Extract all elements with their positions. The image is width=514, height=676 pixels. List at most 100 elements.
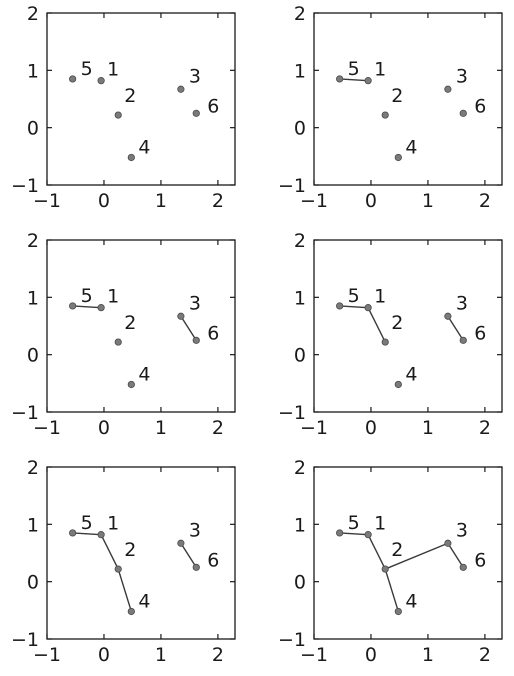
edge-1-2	[367, 534, 386, 570]
point-label-6: 6	[474, 95, 486, 117]
data-point-2	[114, 565, 122, 573]
x-tick-label: 2	[212, 417, 224, 439]
data-point-5	[69, 75, 77, 83]
point-label-1: 1	[374, 513, 386, 535]
point-label-3: 3	[456, 292, 468, 314]
point-label-4: 4	[138, 590, 150, 612]
data-point-5	[69, 302, 77, 310]
point-label-4: 4	[138, 136, 150, 158]
edge-2-4	[384, 568, 399, 612]
point-label-1: 1	[374, 286, 386, 308]
point-label-5: 5	[348, 512, 360, 534]
edge-3-6	[180, 542, 197, 568]
data-point-2	[381, 111, 389, 119]
data-point-1	[364, 77, 372, 85]
y-tick-label: 1	[27, 287, 39, 309]
data-point-4	[127, 153, 135, 162]
edge-5-1	[72, 532, 102, 536]
data-point-1	[97, 77, 105, 85]
axes-frame	[313, 12, 503, 186]
point-label-4: 4	[405, 590, 417, 612]
point-label-1: 1	[107, 59, 119, 81]
edge-2-4	[117, 568, 132, 612]
data-point-2	[114, 111, 122, 119]
data-point-3	[177, 539, 185, 547]
data-point-5	[336, 529, 344, 537]
data-point-1	[364, 531, 372, 539]
data-point-4	[394, 380, 402, 389]
point-label-4: 4	[405, 363, 417, 385]
point-label-1: 1	[107, 286, 119, 308]
point-label-6: 6	[474, 549, 486, 571]
x-tick-label: 2	[479, 190, 491, 212]
point-label-3: 3	[456, 519, 468, 541]
y-tick-label: 1	[27, 60, 39, 82]
x-tick-label: 0	[98, 644, 110, 666]
edge-5-1	[339, 532, 369, 536]
y-tick-label: −1	[278, 629, 306, 651]
point-label-2: 2	[124, 85, 136, 107]
axes-frame	[313, 239, 503, 413]
y-tick-label: 0	[27, 118, 39, 140]
point-label-3: 3	[189, 519, 201, 541]
y-tick-label: 1	[294, 514, 306, 536]
x-tick-label: −1	[33, 190, 61, 212]
y-tick-label: −1	[278, 175, 306, 197]
data-point-3	[444, 85, 452, 93]
x-tick-label: −1	[33, 417, 61, 439]
x-tick-label: −1	[300, 644, 328, 666]
point-label-6: 6	[207, 549, 219, 571]
x-tick-label: 0	[98, 417, 110, 439]
y-tick-label: 0	[294, 345, 306, 367]
x-tick-label: 1	[422, 417, 434, 439]
point-label-5: 5	[81, 512, 93, 534]
data-point-3	[177, 312, 185, 320]
y-tick-label: 0	[27, 345, 39, 367]
y-tick-label: −1	[11, 629, 39, 651]
data-point-4	[394, 153, 402, 162]
point-label-2: 2	[391, 312, 403, 334]
x-tick-label: 2	[212, 644, 224, 666]
y-tick-label: −1	[278, 402, 306, 424]
y-tick-label: 1	[294, 60, 306, 82]
point-label-3: 3	[189, 65, 201, 87]
axes-frame	[46, 239, 236, 413]
edge-1-2	[367, 307, 386, 343]
point-label-4: 4	[138, 363, 150, 385]
data-point-2	[381, 565, 389, 573]
data-point-6	[192, 563, 200, 571]
point-label-5: 5	[81, 285, 93, 307]
x-tick-label: 0	[98, 190, 110, 212]
x-tick-label: 1	[155, 417, 167, 439]
data-point-3	[177, 85, 185, 93]
point-label-2: 2	[124, 312, 136, 334]
y-tick-label: 1	[27, 514, 39, 536]
y-tick-label: 2	[294, 457, 306, 479]
edge-3-6	[447, 315, 464, 341]
x-tick-label: −1	[300, 417, 328, 439]
axes-frame	[46, 12, 236, 186]
point-label-5: 5	[348, 285, 360, 307]
y-tick-label: 2	[294, 230, 306, 252]
edge-3-6	[447, 542, 464, 568]
edge-5-1	[72, 305, 102, 309]
x-tick-label: 0	[365, 190, 377, 212]
data-point-2	[381, 338, 389, 346]
x-tick-label: 1	[422, 190, 434, 212]
data-point-3	[444, 539, 452, 547]
edge-5-1	[339, 305, 369, 309]
y-tick-label: 2	[27, 3, 39, 25]
x-tick-label: −1	[300, 190, 328, 212]
x-tick-label: 2	[212, 190, 224, 212]
data-point-3	[444, 312, 452, 320]
point-label-3: 3	[189, 292, 201, 314]
point-label-1: 1	[107, 513, 119, 535]
data-point-2	[114, 338, 122, 346]
x-tick-label: −1	[33, 644, 61, 666]
data-point-5	[336, 75, 344, 83]
